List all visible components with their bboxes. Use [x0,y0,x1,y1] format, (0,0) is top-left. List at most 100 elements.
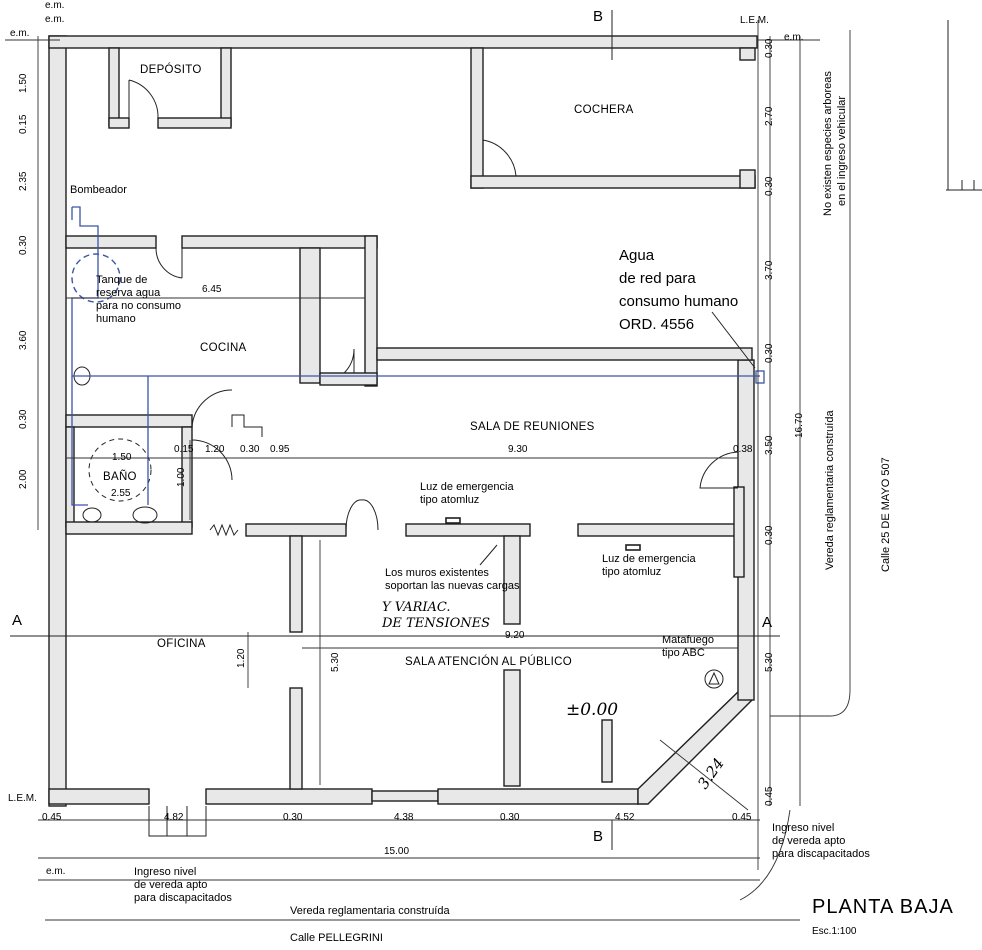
deposito-door [128,79,159,119]
spring-symbol [209,523,239,537]
note-luz2-1: Luz de emergencia [602,553,696,565]
trees-note-1: No existen especies arboreas [822,71,834,216]
cochera-door [482,139,517,177]
note-muros: Los muros existentes soportan las nuevas… [385,567,520,593]
note-luz2-2: tipo atomluz [602,566,662,578]
meeting-bottom-wall-a [405,523,531,537]
room-sala-reuniones: SALA DE REUNIONES [470,421,595,433]
dim-right-4: 0.30 [764,343,775,363]
bottom-wall-1 [48,788,150,805]
dim-right-1: 2.70 [764,106,775,126]
bottom-wall-2 [205,788,373,805]
bottom-wall-4 [437,788,639,805]
note-agua-4: ORD. 4556 [619,316,695,333]
dim-bottom-0: 0.45 [42,812,62,823]
em-bottom: e.m. [46,866,66,877]
sidewalk-right-line [770,30,851,717]
dim-chamfer [659,739,749,811]
dim-bath-a: 0.15 [174,444,194,455]
note-matafuego-1: Matafuego [662,634,714,646]
muros-leader-line [479,544,498,566]
oficina-top-wall [245,523,347,537]
bano-door [191,439,233,481]
toilet-icon [82,507,102,523]
note-bombeador: Bombeador [70,184,127,196]
level-mark: ±0.00 [566,700,619,720]
dim-bottom-1: 4.82 [164,812,184,823]
note-ingreso-r-1: Ingreso nivel [772,822,835,834]
note-agua-2: de red para [619,270,696,287]
note-luz-2: Luz de emergencia tipo atomluz [602,553,696,579]
double-door [345,499,379,531]
oficina-right-wall-bottom [289,687,303,790]
meeting-top-wall [376,347,753,361]
note-hand-2: DE TENSIONES [382,616,491,631]
note-agua: Agua de red para consumo humano ORD. 455… [619,244,738,336]
dim-left-6: 2.00 [18,469,29,489]
cochera-right-bottom [739,169,756,189]
corner-pier [601,719,613,783]
sidewalk-bottom: Vereda reglamentaria construída [290,905,450,917]
note-ingreso-b-3: para discapacitados [134,892,232,904]
room-bano: BAÑO [103,471,137,483]
note-agua-3: consumo humano [619,293,739,310]
note-ingreso-b-1: Ingreso nivel [134,866,197,878]
note-handwritten: Y VARIAC. DE TENSIONES [382,600,490,632]
note-ingreso-r-3: para discapacitados [772,848,870,860]
room-cochera: COCHERA [574,104,634,116]
dim-kitchen-width: 6.45 [202,284,222,295]
section-a-left: A [12,612,23,629]
bano-left [65,426,75,528]
dim-right-3: 3.70 [764,260,775,280]
deposito-right-wall [220,47,232,127]
note-muros-2: soportan las nuevas cargas [385,580,520,592]
water-leader-line [711,311,756,369]
note-ingreso-b-2: de vereda apto [134,879,208,891]
dim-public-width: 9.20 [505,630,525,641]
sink-icon [132,506,158,524]
em-top-right: e.m. [784,32,804,43]
dim-bath-d: 0.95 [270,444,290,455]
meeting-bottom-wall-b [577,523,739,537]
dim-right-2: 0.30 [764,176,775,196]
dim-bottom-6: 0.45 [732,812,752,823]
fire-extinguisher-triangle [708,671,720,685]
note-tanque: Tanque de reserva agua para no consumo h… [96,274,181,326]
cocina-bottom-wall [65,414,193,428]
dim-bottom-3: 4.38 [394,812,414,823]
top-wall [48,35,758,49]
note-muros-1: Los muros existentes [385,567,489,579]
em-top-left-1: e.m. [45,0,65,11]
note-matafuego-2: tipo ABC [662,647,705,659]
section-b-top-label: B [593,8,604,25]
water-pipe-bath [71,207,88,506]
dim-bath-b: 1.20 [205,444,225,455]
street-bottom: Calle PELLEGRINI [290,932,383,944]
dim-left-3: 0.30 [18,235,29,255]
fire-extinguisher-icon [704,669,724,689]
cocina-bottom-right [319,372,378,386]
note-ingreso-bottom: Ingreso nivel de vereda apto para discap… [134,866,232,905]
room-cocina: COCINA [200,342,247,354]
cochera-right-top [739,47,756,61]
cochera-left-wall [470,47,484,189]
note-hand-1: Y VARIAC. [382,600,451,615]
dim-bath-width: 2.55 [111,488,131,499]
oficina-right-wall-top [289,535,303,633]
dim-right-6: 0.30 [764,525,775,545]
dim-right-0: 0.30 [764,38,775,58]
meeting-door-right [699,451,739,489]
sidewalk-right: Vereda reglamentaria construída [824,410,836,570]
emergency-light-2-icon [625,544,641,551]
note-luz-1: Luz de emergencia tipo atomluz [420,481,514,507]
bath-door-arc [191,389,233,428]
dim-left-4: 3.60 [18,330,29,350]
dim-right-5: 3.50 [764,435,775,455]
room-oficina: OFICINA [157,638,206,650]
cocina-mid-wall [299,247,321,384]
plan-scale: Esc.1:100 [812,926,857,937]
cochera-bottom-wall [470,175,756,189]
left-wall [48,35,67,807]
cocina-right-wall [364,235,378,387]
